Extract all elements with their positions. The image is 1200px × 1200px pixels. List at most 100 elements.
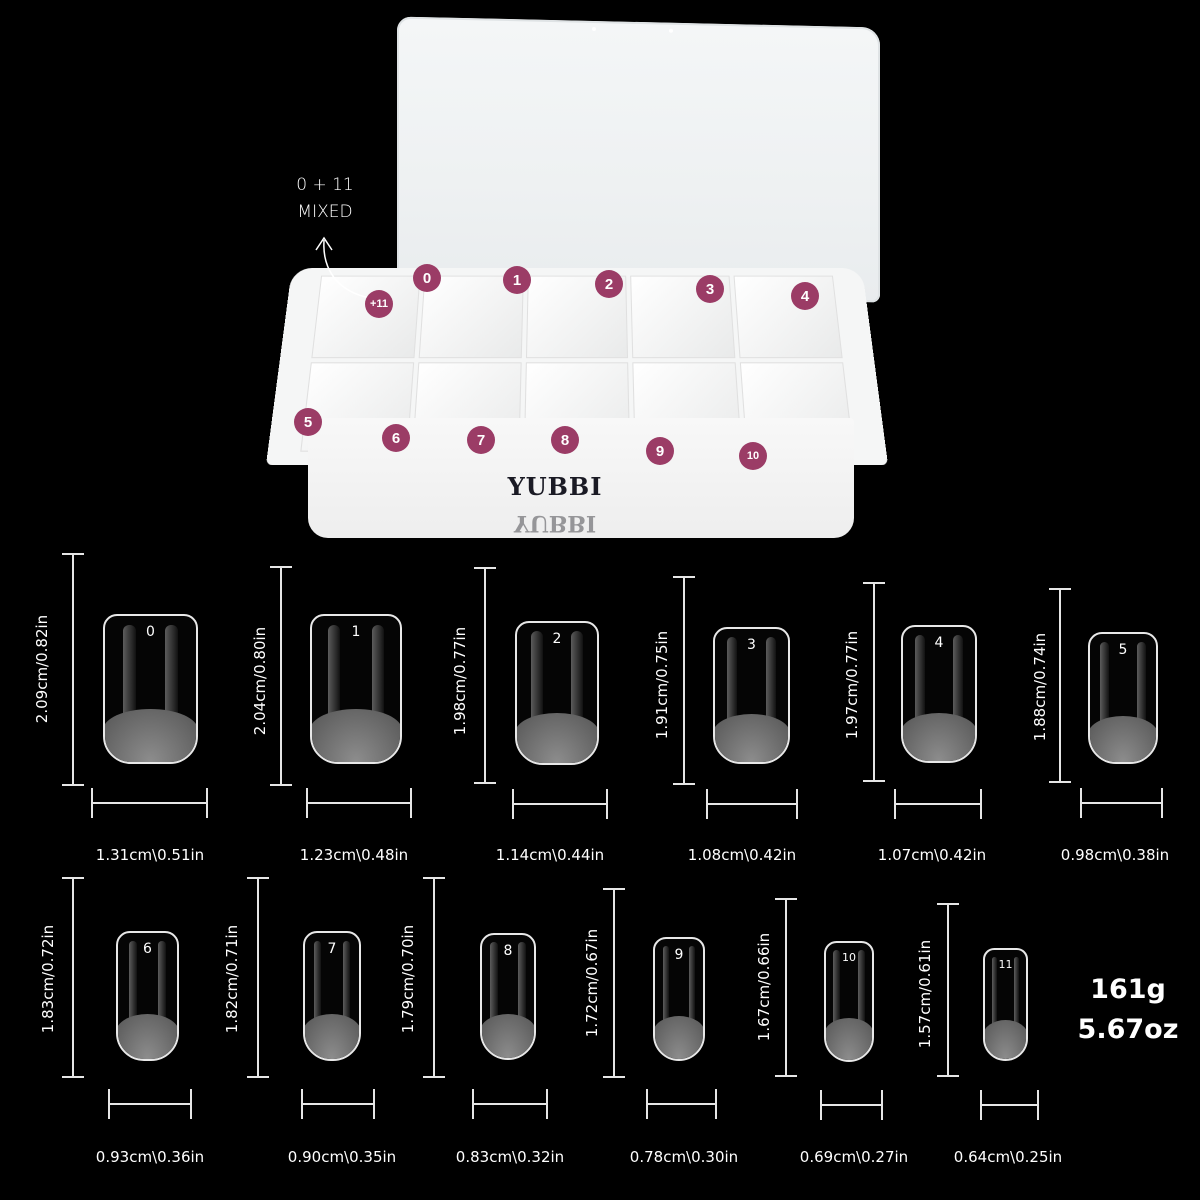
nail-highlight [371,624,385,736]
nail-tip: 9 [653,937,705,1061]
length-label: 1.67cm/0.66in [755,932,773,1042]
nail-tip: 0 [103,614,198,764]
nail-number: 4 [934,635,944,651]
length-bar [937,903,959,1077]
nail-highlight [914,635,925,737]
nail-tip: 5 [1088,632,1158,764]
width-label: 0.90cm\0.35in [287,1148,397,1166]
length-label: 2.04cm/0.80in [251,626,269,736]
nail-highlight [858,950,865,1039]
nail-highlight [123,624,136,736]
nail-well [655,1015,703,1059]
compartment-badge: 0 [413,264,441,292]
nail-highlight [833,950,840,1039]
compartment-badge: 10 [739,442,767,470]
length-label: 1.57cm/0.61in [916,939,934,1049]
width-label: 0.64cm\0.25in [953,1148,1063,1166]
length-bar [62,877,84,1078]
nail-well [1090,715,1156,762]
length-bar [247,877,269,1078]
mixed-note-line2: MIXED [297,202,353,222]
nail-well [903,712,975,761]
weight-ounces: 5.67oz [1077,1014,1179,1045]
nail-highlight [991,956,998,1040]
brand-logo-reflection: YUBBI [513,510,597,536]
length-bar [1049,588,1071,783]
nail-tip: 3 [713,627,790,764]
weight-grams: 161g [1090,974,1166,1005]
nail-number: 1 [351,624,361,640]
length-label: 1.72cm/0.67in [583,928,601,1038]
nail-number: 5 [1118,642,1128,658]
length-label: 1.82cm/0.71in [223,924,241,1034]
nail-well [985,1019,1026,1059]
nail-highlight [688,946,696,1038]
nail-tip: 4 [901,625,977,763]
length-bar [62,553,84,786]
length-bar [775,898,797,1077]
curved-arrow-icon [315,236,371,299]
nail-number: 9 [674,947,684,963]
width-bar [301,1089,375,1119]
nail-highlight [571,631,583,738]
nail-well [826,1017,872,1060]
width-label: 0.78cm\0.30in [629,1148,739,1166]
width-bar [306,788,412,818]
nail-number: 3 [747,637,756,653]
width-bar [820,1090,883,1120]
width-bar [91,788,208,818]
nail-highlight [531,631,543,738]
nail-number: 0 [146,624,155,640]
width-bar [472,1089,548,1119]
nail-number: 10 [842,951,856,964]
width-label: 1.14cm\0.44in [495,846,605,864]
width-bar [894,789,982,819]
nail-number: 2 [552,631,562,647]
width-label: 0.83cm\0.32in [455,1148,565,1166]
length-bar [270,566,292,786]
nail-highlight [342,940,351,1037]
nail-tip: 7 [303,931,361,1061]
width-label: 0.98cm\0.38in [1060,846,1170,864]
length-label: 1.97cm/0.77in [843,630,861,740]
width-bar [980,1090,1039,1120]
nail-number: 11 [998,958,1013,971]
nail-well [715,714,788,762]
length-label: 1.88cm/0.74in [1031,632,1049,742]
nail-well [105,709,196,762]
nail-number: 7 [327,941,337,957]
lid-hinge-dot [669,28,673,33]
nail-well [482,1013,534,1058]
nail-well [517,712,597,763]
width-label: 1.31cm\0.51in [95,846,205,864]
width-bar [646,1089,717,1119]
nail-highlight [1136,641,1147,739]
width-label: 0.69cm\0.27in [799,1148,909,1166]
nail-tip: 6 [116,931,179,1061]
length-label: 1.83cm/0.72in [39,924,57,1034]
compartment-badge: 4 [791,282,819,310]
nail-highlight [313,940,322,1037]
length-label: 2.09cm/0.82in [33,614,51,724]
nail-highlight [518,942,526,1036]
nail-highlight [1099,641,1110,739]
length-bar [863,582,885,782]
length-label: 1.91cm/0.75in [653,630,671,740]
compartment [733,275,843,359]
lid-hinge-dot [592,26,596,32]
length-label: 1.79cm/0.70in [399,924,417,1034]
compartment-badge: +11 [365,290,393,318]
length-bar [603,888,625,1078]
weight-info: 161g 5.67oz [1068,970,1188,1050]
nail-highlight [490,942,498,1036]
brand-logo: YUBBI [507,472,603,501]
compartment-badge: 3 [696,275,724,303]
nail-tip: 1 [310,614,402,764]
width-label: 1.07cm\0.42in [877,846,987,864]
nail-highlight [158,940,167,1037]
length-bar [673,576,695,785]
width-label: 1.23cm\0.48in [299,846,409,864]
nail-highlight [128,940,137,1037]
nail-highlight [662,946,670,1038]
width-bar [512,789,608,819]
